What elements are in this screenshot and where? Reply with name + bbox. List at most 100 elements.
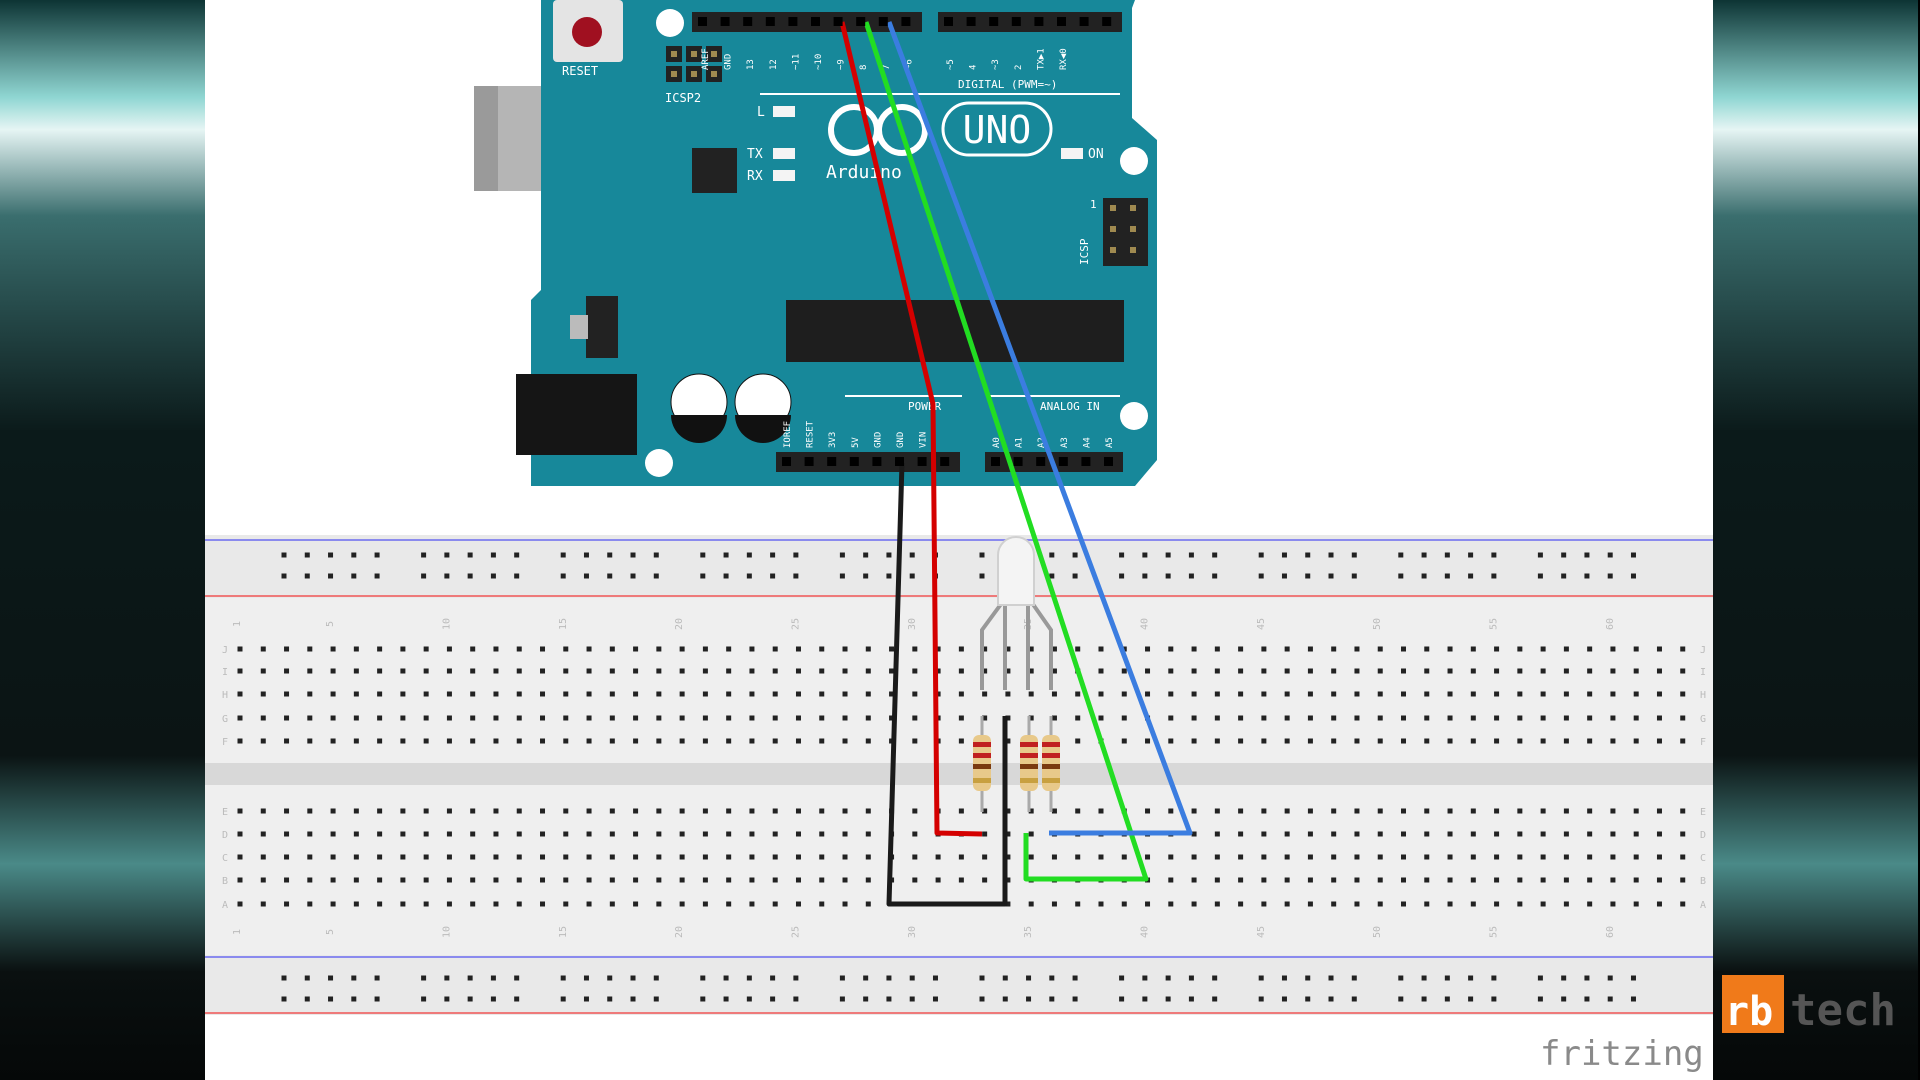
rail-hole[interactable] xyxy=(583,996,589,1002)
hole[interactable] xyxy=(1610,715,1616,721)
hole[interactable] xyxy=(1145,646,1151,652)
hole[interactable] xyxy=(1354,808,1360,814)
hole[interactable] xyxy=(1191,831,1197,837)
hole[interactable] xyxy=(1587,808,1593,814)
hole[interactable] xyxy=(749,668,755,674)
rail-hole[interactable] xyxy=(723,552,729,558)
hole[interactable] xyxy=(1470,831,1476,837)
hole[interactable] xyxy=(540,691,546,697)
hole[interactable] xyxy=(353,854,359,860)
hole[interactable] xyxy=(679,901,685,907)
hole[interactable] xyxy=(1587,691,1593,697)
hole[interactable] xyxy=(1401,668,1406,674)
hole[interactable] xyxy=(284,738,290,744)
hole[interactable] xyxy=(1447,646,1453,652)
hole[interactable] xyxy=(423,646,429,652)
hole[interactable] xyxy=(1447,691,1453,697)
hole[interactable] xyxy=(819,808,825,814)
hole[interactable] xyxy=(1680,738,1686,744)
hole[interactable] xyxy=(1633,691,1639,697)
hole[interactable] xyxy=(1145,808,1151,814)
hole[interactable] xyxy=(819,715,825,721)
hole[interactable] xyxy=(237,668,243,674)
hole[interactable] xyxy=(1331,646,1337,652)
hole[interactable] xyxy=(1191,854,1197,860)
rail-hole[interactable] xyxy=(490,552,496,558)
hole[interactable] xyxy=(1633,668,1639,674)
hole[interactable] xyxy=(1354,831,1360,837)
hole[interactable] xyxy=(586,715,592,721)
hole[interactable] xyxy=(1377,668,1383,674)
hole[interactable] xyxy=(330,646,336,652)
hole[interactable] xyxy=(260,854,266,860)
hole[interactable] xyxy=(702,854,708,860)
hole[interactable] xyxy=(1540,668,1546,674)
hole[interactable] xyxy=(1656,901,1662,907)
hole[interactable] xyxy=(1447,668,1453,674)
hole[interactable] xyxy=(446,808,452,814)
hole[interactable] xyxy=(470,877,476,883)
hole[interactable] xyxy=(586,854,592,860)
hole[interactable] xyxy=(1494,646,1500,652)
rail-hole[interactable] xyxy=(304,573,310,579)
hole[interactable] xyxy=(1331,831,1337,837)
hole[interactable] xyxy=(702,738,708,744)
hole[interactable] xyxy=(1098,715,1104,721)
rail-hole[interactable] xyxy=(1630,552,1636,558)
rail-hole[interactable] xyxy=(1561,573,1567,579)
hole[interactable] xyxy=(1168,668,1174,674)
hole[interactable] xyxy=(749,691,755,697)
hole[interactable] xyxy=(795,691,801,697)
rail-hole[interactable] xyxy=(1607,996,1613,1002)
hole[interactable] xyxy=(656,646,662,652)
hole[interactable] xyxy=(609,901,615,907)
hole[interactable] xyxy=(1447,808,1453,814)
hole[interactable] xyxy=(935,646,941,652)
hole[interactable] xyxy=(1307,738,1313,744)
hole[interactable] xyxy=(1424,715,1430,721)
hole[interactable] xyxy=(1354,715,1360,721)
rail-hole[interactable] xyxy=(1537,996,1543,1002)
hole[interactable] xyxy=(1424,668,1430,674)
hole[interactable] xyxy=(1191,738,1197,744)
hole[interactable] xyxy=(1656,691,1662,697)
hole[interactable] xyxy=(377,738,383,744)
header-pin[interactable] xyxy=(1036,457,1046,466)
header-pin[interactable] xyxy=(698,17,707,26)
rail-hole[interactable] xyxy=(1328,552,1334,558)
header-pin[interactable] xyxy=(743,17,753,26)
hole[interactable] xyxy=(1656,738,1662,744)
hole[interactable] xyxy=(865,808,871,814)
hole[interactable] xyxy=(726,854,732,860)
hole[interactable] xyxy=(1307,901,1313,907)
hole[interactable] xyxy=(912,715,918,721)
hole[interactable] xyxy=(1680,691,1686,697)
hole[interactable] xyxy=(702,901,708,907)
hole[interactable] xyxy=(400,668,406,674)
hole[interactable] xyxy=(772,691,778,697)
hole[interactable] xyxy=(307,715,313,721)
hole[interactable] xyxy=(1610,738,1616,744)
hole[interactable] xyxy=(609,877,615,883)
hole[interactable] xyxy=(726,691,732,697)
hole[interactable] xyxy=(377,877,383,883)
hole[interactable] xyxy=(353,808,359,814)
rail-hole[interactable] xyxy=(560,573,566,579)
rail-hole[interactable] xyxy=(1468,996,1474,1002)
header-pin[interactable] xyxy=(782,457,791,466)
hole[interactable] xyxy=(749,854,755,860)
hole[interactable] xyxy=(819,646,825,652)
rail-hole[interactable] xyxy=(467,996,473,1002)
rail-hole[interactable] xyxy=(700,996,706,1002)
rail-hole[interactable] xyxy=(770,996,776,1002)
rail-hole[interactable] xyxy=(1630,996,1636,1002)
hole[interactable] xyxy=(1470,668,1476,674)
hole[interactable] xyxy=(1563,646,1569,652)
hole[interactable] xyxy=(1191,901,1197,907)
rail-hole[interactable] xyxy=(1072,996,1078,1002)
hole[interactable] xyxy=(400,901,406,907)
rail-hole[interactable] xyxy=(979,975,985,981)
rail-hole[interactable] xyxy=(1072,573,1078,579)
hole[interactable] xyxy=(1470,738,1476,744)
hole[interactable] xyxy=(423,854,429,860)
